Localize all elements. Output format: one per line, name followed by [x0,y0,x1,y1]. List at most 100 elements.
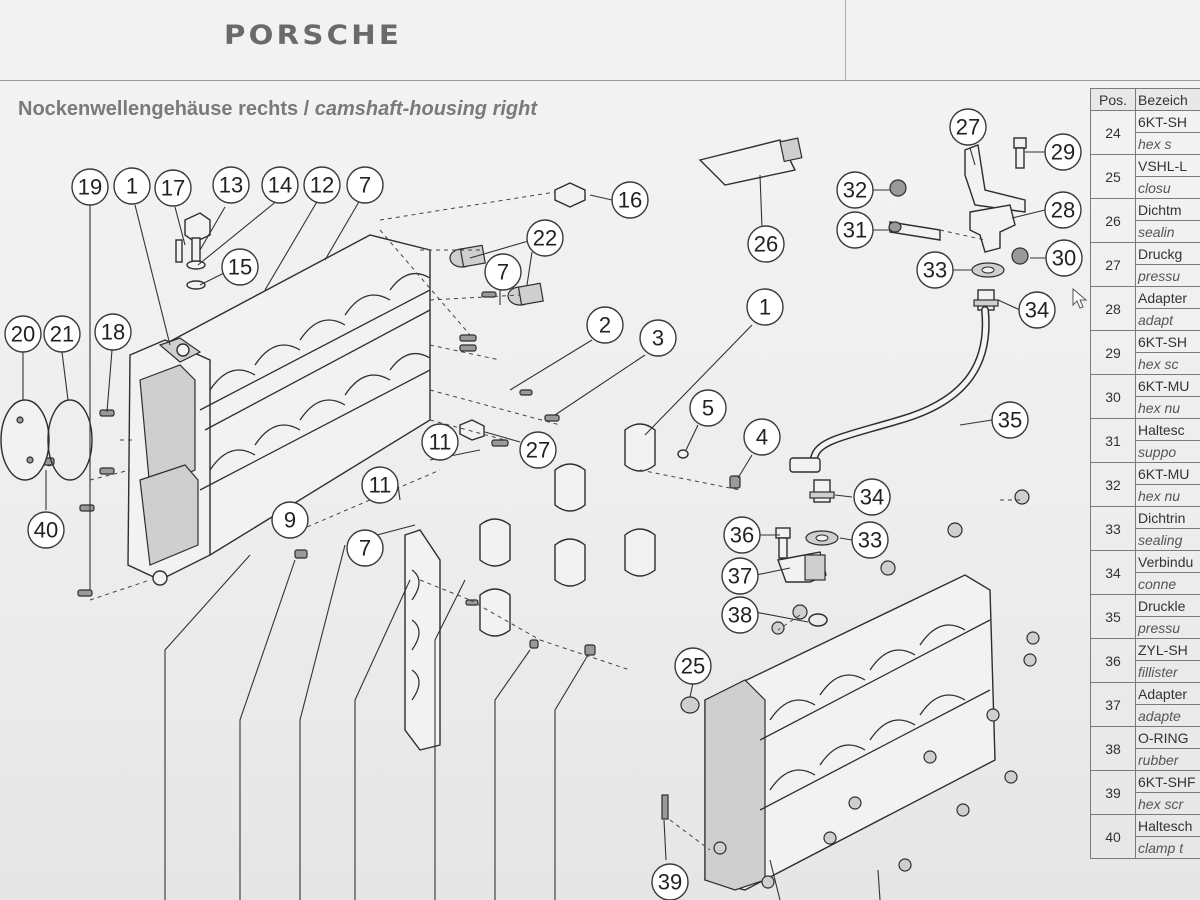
svg-text:33: 33 [858,528,882,553]
row-description-english: hex s [1135,132,1200,155]
callout-14[interactable]: 14 [261,166,299,204]
callout-20[interactable]: 20 [4,315,42,353]
row-position: 24 [1090,110,1136,155]
svg-text:4: 4 [756,425,768,450]
callout-31[interactable]: 31 [836,211,874,249]
svg-text:32: 32 [843,178,867,203]
svg-text:1: 1 [759,295,771,320]
callout-21[interactable]: 21 [43,315,81,353]
row-position: 33 [1090,506,1136,551]
row-description-english: adapt [1135,308,1200,331]
svg-text:34: 34 [1025,298,1049,323]
row-position: 30 [1090,374,1136,419]
callout-22[interactable]: 22 [526,219,564,257]
row-position: 38 [1090,726,1136,771]
row-description-english: hex sc [1135,352,1200,375]
row-description-english: rubber [1135,748,1200,771]
svg-text:40: 40 [34,518,58,543]
callout-17[interactable]: 17 [154,169,192,207]
callout-7[interactable]: 7 [484,253,522,291]
assembly-lines [89,191,1020,851]
row-description-english: hex nu [1135,396,1200,419]
callout-16[interactable]: 16 [611,181,649,219]
callout-13[interactable]: 13 [212,166,250,204]
header-pos: Pos. [1090,88,1136,111]
diagram-title: Nockenwellengehäuse rechts / camshaft-ho… [18,98,537,121]
title-english: camshaft-housing right [314,98,538,120]
callout-1[interactable]: 1 [113,167,151,205]
callout-35[interactable]: 35 [991,401,1029,439]
callout-25[interactable]: 25 [674,647,712,685]
table-row: hex nu [1091,484,1200,507]
svg-text:38: 38 [728,603,752,628]
callout-12[interactable]: 12 [303,166,341,204]
callout-1[interactable]: 1 [746,288,784,326]
callout-34[interactable]: 34 [853,478,891,516]
callout-37[interactable]: 37 [721,557,759,595]
svg-text:25: 25 [681,654,705,679]
row-description-english: pressu [1135,616,1200,639]
callout-7[interactable]: 7 [346,529,384,567]
svg-text:7: 7 [359,536,371,561]
callout-27[interactable]: 27 [949,108,987,146]
camshaft-housing-left [127,234,431,586]
callout-33[interactable]: 33 [851,521,889,559]
table-row: hex scr [1091,792,1200,815]
row-description-english: closu [1135,176,1200,199]
svg-text:14: 14 [268,173,292,198]
svg-text:7: 7 [497,260,509,285]
row-description-german: 6KT-MU [1135,374,1200,397]
svg-text:34: 34 [860,485,884,510]
callout-11[interactable]: 11 [361,466,399,504]
callout-34[interactable]: 34 [1018,291,1056,329]
svg-text:28: 28 [1051,198,1075,223]
bearing-bridge [404,529,441,751]
seal-plates [0,399,93,481]
svg-text:18: 18 [101,320,125,345]
row-description-german: Dichtrin [1135,506,1200,529]
table-row: clamp t [1091,836,1200,859]
callout-15[interactable]: 15 [221,248,259,286]
row-description-german: ZYL-SH [1135,638,1200,661]
callout-26[interactable]: 26 [747,225,785,263]
row-position: 39 [1090,770,1136,815]
callout-9[interactable]: 9 [271,501,309,539]
row-description-german: Adapter [1135,286,1200,309]
callout-36[interactable]: 36 [723,516,761,554]
row-description-german: Adapter [1135,682,1200,705]
callout-5[interactable]: 5 [689,389,727,427]
callout-18[interactable]: 18 [94,313,132,351]
callout-7[interactable]: 7 [346,166,384,204]
row-description-german: 6KT-MU [1135,462,1200,485]
callout-3[interactable]: 3 [639,319,677,357]
studs-left [35,182,596,656]
bearing-caps [479,423,741,637]
row-position: 25 [1090,154,1136,199]
callout-27[interactable]: 27 [519,431,557,469]
callout-40[interactable]: 40 [27,511,65,549]
callout-38[interactable]: 38 [721,596,759,634]
callout-32[interactable]: 32 [836,171,874,209]
callout-39[interactable]: 39 [651,863,689,900]
callout-28[interactable]: 28 [1044,191,1082,229]
callout-33[interactable]: 33 [916,251,954,289]
callout-29[interactable]: 29 [1044,133,1082,171]
callout-30[interactable]: 30 [1045,239,1083,277]
svg-text:9: 9 [284,508,296,533]
callout-11[interactable]: 11 [421,423,459,461]
exploded-diagram: 19 1 17 13 14 12 7 16 26 27 29 32 28 31 … [0,108,1083,900]
svg-text:5: 5 [702,396,714,421]
table-row: sealin [1091,220,1200,243]
callout-19[interactable]: 19 [71,168,109,206]
callout-2[interactable]: 2 [586,306,624,344]
row-description-english: pressu [1135,264,1200,287]
title-german: Nockenwellengehäuse rechts / [18,98,315,120]
callout-4[interactable]: 4 [743,418,781,456]
